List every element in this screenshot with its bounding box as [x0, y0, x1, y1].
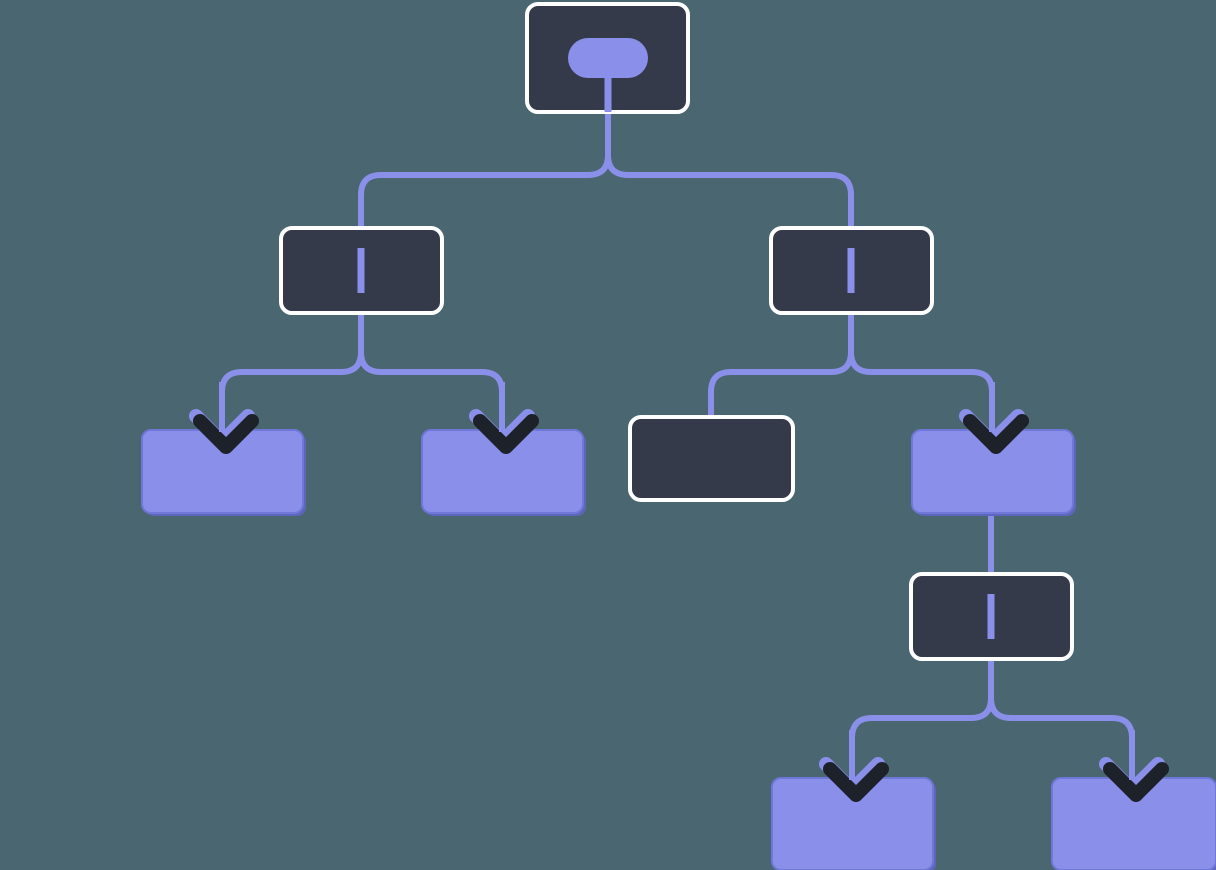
level3-leaf-a[interactable]	[141, 429, 306, 516]
edge-level4-to-leaf-b	[988, 659, 1135, 778]
level3-leaf-b[interactable]	[421, 429, 586, 516]
level2-left-node-center-bar-icon	[357, 248, 365, 293]
level5-leaf-a-chevron-marker	[819, 757, 889, 802]
edge-layer	[219, 112, 1135, 778]
level2-right-node-center-bar-icon	[847, 248, 855, 293]
level3-leaf-d[interactable]	[911, 429, 1076, 516]
level3-leaf-d-chevron-marker	[959, 409, 1029, 454]
edge-level2-right-to-dark-node	[708, 313, 854, 417]
chevron-down-icon-front	[823, 762, 889, 802]
level3-dark-node-body[interactable]	[628, 415, 795, 502]
level5-leaf-b[interactable]	[1051, 777, 1216, 870]
chevron-down-icon-front	[1103, 762, 1169, 802]
level5-leaf-b-chevron-marker	[1099, 757, 1169, 802]
level5-leaf-a[interactable]	[771, 777, 936, 870]
root-node-pill-marker	[568, 38, 648, 112]
node-layer	[141, 2, 1216, 870]
level4-dark-node-center-bar-icon	[987, 594, 995, 639]
edge-root-to-level2-right	[605, 112, 854, 228]
chevron-down-icon-front	[963, 414, 1029, 454]
edge-root-to-level2-left	[358, 112, 611, 228]
level3-dark-node[interactable]	[628, 415, 795, 502]
marker-layer	[189, 38, 1169, 802]
pill-stem-icon	[604, 58, 612, 112]
chevron-down-icon-front	[193, 414, 259, 454]
level3-leaf-b-chevron-marker	[469, 409, 539, 454]
level3-leaf-a-chevron-marker	[189, 409, 259, 454]
chevron-down-icon-front	[473, 414, 539, 454]
pill-icon	[568, 38, 648, 78]
